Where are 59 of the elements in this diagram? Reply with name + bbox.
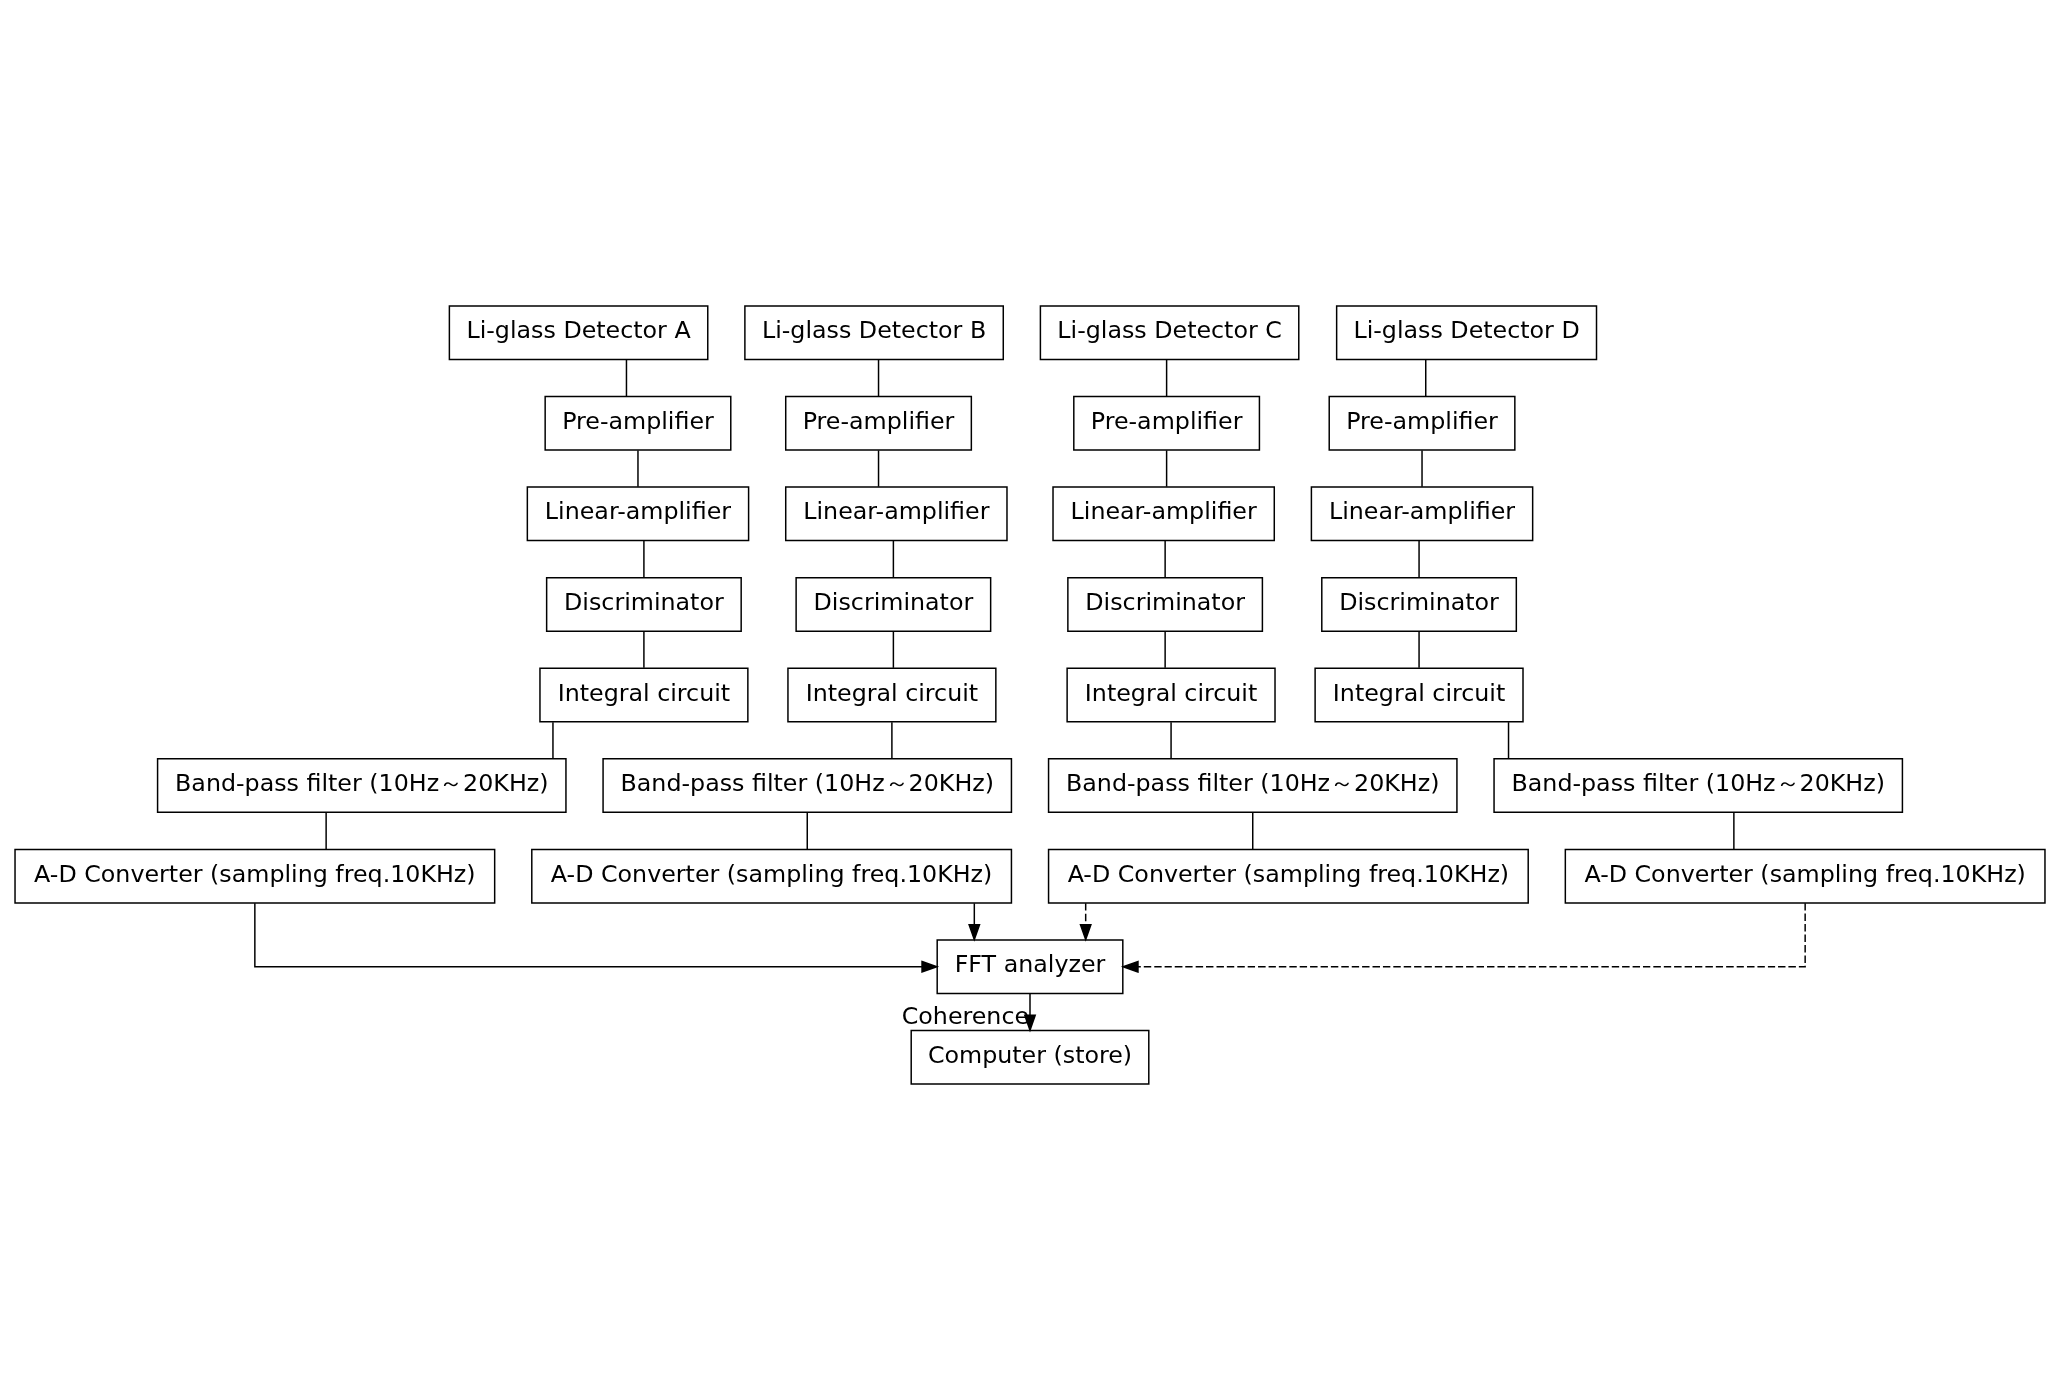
node-box: Computer (store) <box>910 1029 1150 1085</box>
node-box: Band-pass filter (10Hz～20KHz) <box>1047 757 1458 813</box>
connector <box>625 358 628 397</box>
connector <box>892 630 895 669</box>
node-box: Linear-amplifier <box>526 485 750 541</box>
connector <box>1418 630 1420 669</box>
node-box: A-D Converter (sampling freq.10KHz) <box>531 848 1013 904</box>
arrow <box>1120 902 1806 973</box>
connector <box>552 720 554 759</box>
arrow <box>1079 902 1092 942</box>
node-box: Linear-amplifier <box>785 485 1008 541</box>
connector <box>1421 449 1423 487</box>
edge-label: Coherence <box>901 1001 1030 1030</box>
node-box: Discriminator <box>1067 576 1264 632</box>
node-box: A-D Converter (sampling freq.10KHz) <box>1047 848 1529 904</box>
node-box: Li-glass Detector A <box>448 304 709 360</box>
connector <box>643 630 645 669</box>
node-box: Li-glass Detector D <box>1335 304 1598 360</box>
connector <box>325 811 327 850</box>
connector <box>1165 449 1168 487</box>
connector <box>877 449 880 487</box>
node-box: Integral circuit <box>539 667 749 722</box>
node-box: Discriminator <box>795 576 992 632</box>
connector <box>1252 811 1254 850</box>
node-box: Linear-amplifier <box>1052 485 1275 541</box>
node-box: Discriminator <box>545 576 742 632</box>
arrow <box>968 902 981 942</box>
connector <box>892 539 895 578</box>
node-box: Integral circuit <box>1066 667 1276 722</box>
node-box: Li-glass Detector C <box>1039 304 1300 360</box>
node-box: Pre-amplifier <box>1073 395 1261 451</box>
connector <box>1170 720 1172 759</box>
node-box: Band-pass filter (10Hz～20KHz) <box>602 757 1013 813</box>
node-box: Band-pass filter (10Hz～20KHz) <box>156 757 567 813</box>
arrow <box>254 902 940 973</box>
connector <box>877 358 880 397</box>
node-box: A-D Converter (sampling freq.10KHz) <box>14 848 496 904</box>
node-box: Integral circuit <box>1314 667 1524 722</box>
connector <box>643 539 645 578</box>
connector <box>637 449 639 487</box>
node-box: A-D Converter (sampling freq.10KHz) <box>1564 848 2046 904</box>
node-box: Linear-amplifier <box>1310 485 1534 541</box>
connector <box>1733 811 1735 850</box>
connector <box>1425 358 1427 397</box>
connector <box>1507 720 1510 759</box>
node-box: Pre-amplifier <box>544 395 732 451</box>
connector <box>891 720 893 759</box>
node-box: Li-glass Detector B <box>744 304 1004 360</box>
node-box: FFT analyzer <box>936 938 1124 994</box>
connector <box>1164 539 1166 578</box>
connector <box>806 811 808 850</box>
connector <box>1165 358 1168 397</box>
connector <box>1164 630 1166 669</box>
node-box: Pre-amplifier <box>785 395 973 451</box>
node-box: Pre-amplifier <box>1328 395 1516 451</box>
node-box: Integral circuit <box>787 667 997 722</box>
connector <box>1418 539 1420 578</box>
node-box: Discriminator <box>1321 576 1518 632</box>
node-box: Band-pass filter (10Hz～20KHz) <box>1493 757 1904 813</box>
